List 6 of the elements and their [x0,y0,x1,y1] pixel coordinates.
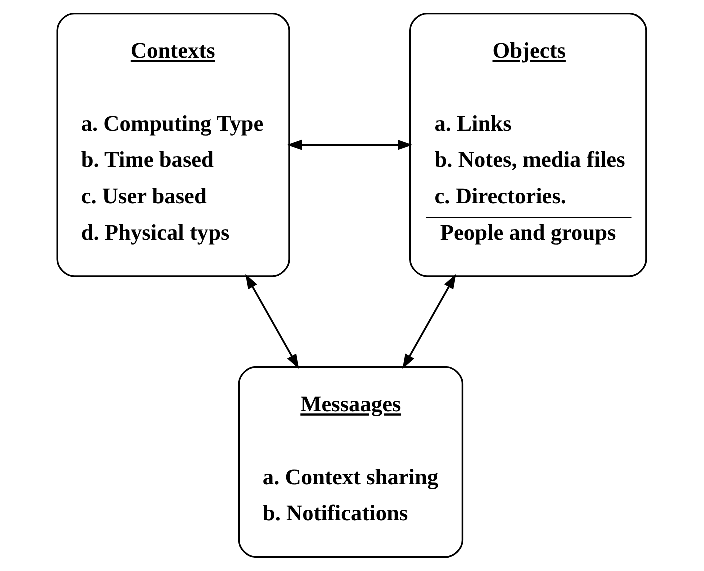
arrow [287,140,413,150]
node-box: Contexts a. Computing Type b. Time based c. User based d. Physical typs [56,12,290,278]
arrow [246,274,300,370]
arrow [402,274,456,370]
node-box: Objects a. Links b. Notes, media files c. Directories. People and groups [409,12,648,278]
node-box: Messaages a. Context sharing b. Notifications [238,366,464,558]
